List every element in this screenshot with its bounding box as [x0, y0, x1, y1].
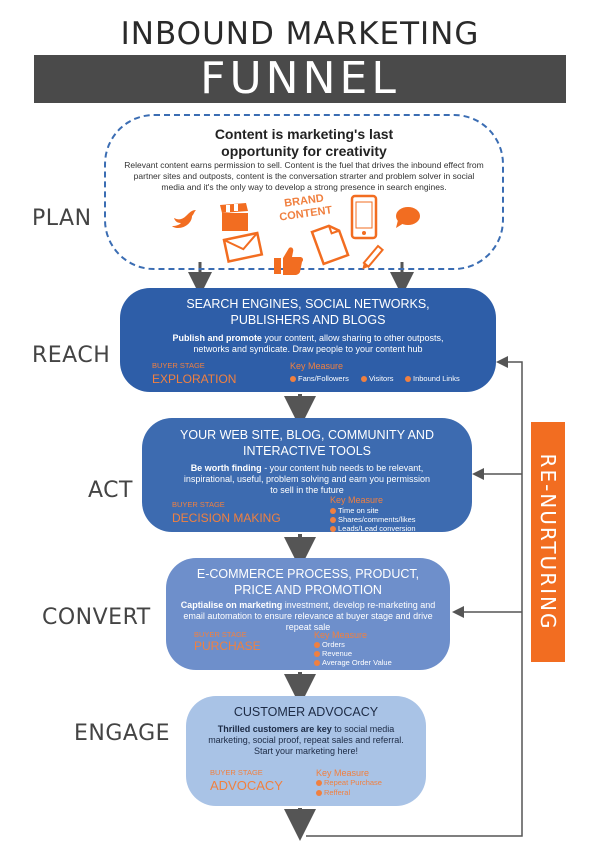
reach-measure-3-text: Inbound Links: [413, 374, 460, 383]
engage-buyer-stage: ADVOCACY: [210, 778, 283, 793]
bullet-icon: [316, 790, 322, 797]
clapperboard-icon: [220, 203, 248, 231]
convert-description: Captialise on marketing investment, deve…: [178, 600, 438, 633]
reach-description: Publish and promote your content, allow …: [160, 333, 456, 355]
reach-measure-2-text: Visitors: [369, 374, 394, 383]
stage-reach: REACH: [32, 343, 111, 368]
renurturing-label: RE-NURTURING: [536, 453, 560, 631]
engage-measure-1: Repeat Purchase: [316, 778, 382, 787]
reach-body: your content, allow sharing to other out…: [193, 333, 444, 354]
engage-lead: Thrilled customers are key: [217, 724, 332, 734]
act-description: Be worth finding - your content hub need…: [180, 463, 434, 496]
engage-key-measure-label: Key Measure: [316, 768, 370, 778]
stage-act: ACT: [88, 478, 133, 503]
act-measure-2-text: Shares/comments/likes: [338, 515, 416, 524]
bullet-icon: [314, 651, 320, 658]
title-band: FUNNEL: [34, 55, 566, 103]
reach-lead: Publish and promote: [172, 333, 262, 343]
convert-lead: Captialise on marketing: [180, 600, 283, 610]
card-engage: CUSTOMER ADVOCACY Thrilled customers are…: [186, 696, 426, 806]
bullet-icon: [314, 642, 320, 649]
engage-body: to social media marketing, social proof,…: [208, 724, 404, 756]
card-convert: E-COMMERCE PROCESS, PRODUCT, PRICE AND P…: [166, 558, 450, 670]
convert-buyer-stage-label: BUYER STAGE: [194, 630, 247, 639]
convert-key-measure-label: Key Measure: [314, 630, 368, 640]
bullet-icon: [330, 508, 336, 515]
card-reach: SEARCH ENGINES, SOCIAL NETWORKS, PUBLISH…: [120, 288, 496, 392]
plan-heading: Content is marketing's last opportunity …: [104, 126, 504, 160]
act-heading-1: YOUR WEB SITE, BLOG, COMMUNITY AND: [180, 428, 434, 442]
smartphone-icon: [350, 194, 378, 240]
stage-convert: CONVERT: [42, 605, 151, 630]
reach-key-measure-label: Key Measure: [290, 361, 344, 371]
reach-measure-3: Inbound Links: [405, 374, 460, 383]
reach-buyer-stage: EXPLORATION: [152, 372, 237, 386]
engage-buyer-stage-label: BUYER STAGE: [210, 768, 263, 777]
bullet-icon: [290, 376, 296, 383]
bullet-icon: [405, 376, 411, 383]
reach-buyer-stage-label: BUYER STAGE: [152, 361, 205, 370]
act-lead: Be worth finding: [190, 463, 262, 473]
chat-bubble-icon: [396, 207, 420, 228]
loop-to-reach: [306, 356, 523, 837]
act-measure-3-text: Leads/Lead conversion: [338, 524, 416, 533]
thumbs-up-icon: [274, 247, 304, 275]
act-key-measure-label: Key Measure: [330, 495, 384, 505]
stage-engage: ENGAGE: [74, 721, 171, 746]
bullet-icon: [330, 526, 336, 533]
engage-measure-1-text: Repeat Purchase: [324, 778, 382, 787]
title-line-1: INBOUND MARKETING: [120, 16, 480, 52]
act-heading-2: INTERACTIVE TOOLS: [242, 444, 372, 458]
engage-description: Thrilled customers are key to social med…: [198, 724, 414, 757]
plan-heading-line-1: Content is marketing's last: [214, 126, 394, 142]
plan-heading-line-2: opportunity for creativity: [221, 143, 387, 159]
reach-heading-2: PUBLISHERS AND BLOGS: [230, 313, 386, 327]
renurturing-bar: RE-NURTURING: [531, 422, 565, 662]
convert-measure-2-text: Revenue: [322, 649, 353, 658]
bullet-icon: [361, 376, 367, 383]
bullet-icon: [316, 780, 322, 787]
engage-measure-2-text: Refferal: [324, 788, 351, 797]
act-buyer-stage-label: BUYER STAGE: [172, 500, 225, 509]
act-body: - your content hub needs to be relevant,…: [183, 463, 431, 495]
reach-heading-1: SEARCH ENGINES, SOCIAL NETWORKS,: [186, 297, 430, 311]
bullet-icon: [314, 660, 320, 667]
plan-dashed-box: [104, 114, 504, 270]
envelope-icon: [222, 231, 264, 264]
bullet-icon: [330, 517, 336, 524]
twitter-bird-icon: [172, 210, 196, 228]
act-measure-3: Leads/Lead conversion: [330, 524, 416, 533]
card-act: YOUR WEB SITE, BLOG, COMMUNITY AND INTER…: [142, 418, 472, 533]
reach-measure-1-text: Fans/Followers: [298, 374, 349, 383]
convert-measure-2: Revenue: [314, 649, 352, 658]
convert-measure-3: Average Order Value: [314, 658, 392, 667]
pencil-icon: [362, 244, 385, 270]
convert-heading-1: E-COMMERCE PROCESS, PRODUCT,: [196, 567, 420, 581]
act-measure-1: Time on site: [330, 506, 379, 515]
reach-measure-1: Fans/Followers: [290, 374, 349, 383]
convert-measure-1: Orders: [314, 640, 345, 649]
act-measure-1-text: Time on site: [338, 506, 379, 515]
document-icon: [310, 224, 350, 266]
plan-body: Relevant content earns permission to sel…: [124, 160, 484, 192]
convert-buyer-stage: PURCHASE: [194, 639, 261, 653]
act-measure-2: Shares/comments/likes: [330, 515, 416, 524]
convert-body: investment, develop re-marketing and ema…: [183, 600, 436, 632]
convert-measure-3-text: Average Order Value: [322, 658, 392, 667]
engage-measure-2: Refferal: [316, 788, 350, 797]
convert-measure-1-text: Orders: [322, 640, 345, 649]
reach-measure-2: Visitors: [361, 374, 393, 383]
engage-heading: CUSTOMER ADVOCACY: [233, 705, 379, 719]
stage-plan: PLAN: [32, 206, 92, 231]
convert-heading-2: PRICE AND PROMOTION: [234, 583, 382, 597]
act-buyer-stage: DECISION MAKING: [172, 511, 281, 525]
title-line-2: FUNNEL: [200, 53, 400, 104]
